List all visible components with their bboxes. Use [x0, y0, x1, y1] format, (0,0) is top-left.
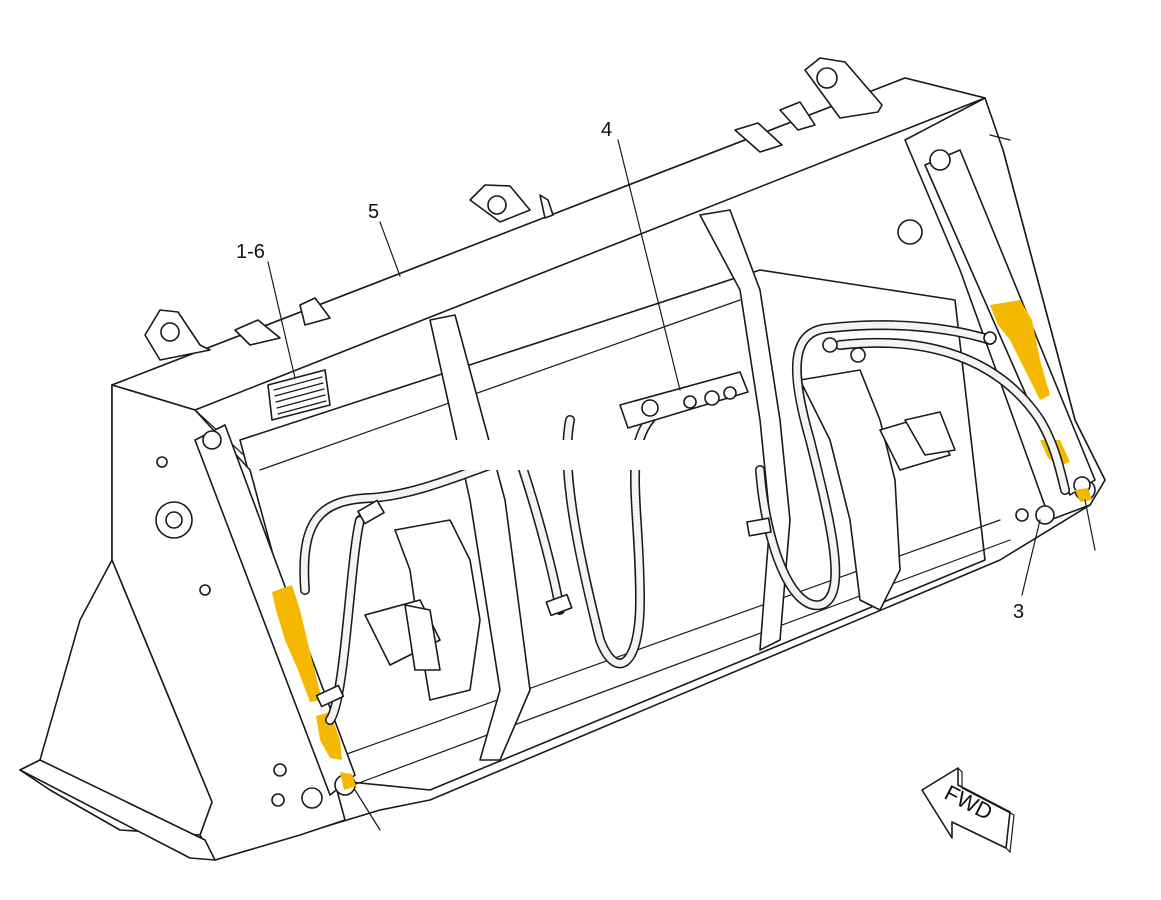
callout-3: 3 [1013, 601, 1024, 623]
leader-lines [267, 139, 1096, 831]
left-side-plate [19, 384, 346, 861]
callout-1-6: 1-6 [236, 241, 265, 263]
gusset-plates [364, 411, 956, 671]
stiffener-ribs [394, 209, 901, 761]
hose-clamps [315, 499, 772, 708]
center-manifold [619, 331, 997, 429]
callout-5: 5 [368, 201, 379, 223]
left-linkage [194, 424, 356, 796]
lift-brackets [144, 57, 883, 361]
decal-plate [267, 369, 331, 421]
blank-strip [395, 440, 755, 470]
callout-4: 4 [601, 119, 612, 141]
callout-labels: 1-6 5 4 3 [236, 119, 1024, 623]
fwd-arrow: FWD [921, 767, 1015, 854]
